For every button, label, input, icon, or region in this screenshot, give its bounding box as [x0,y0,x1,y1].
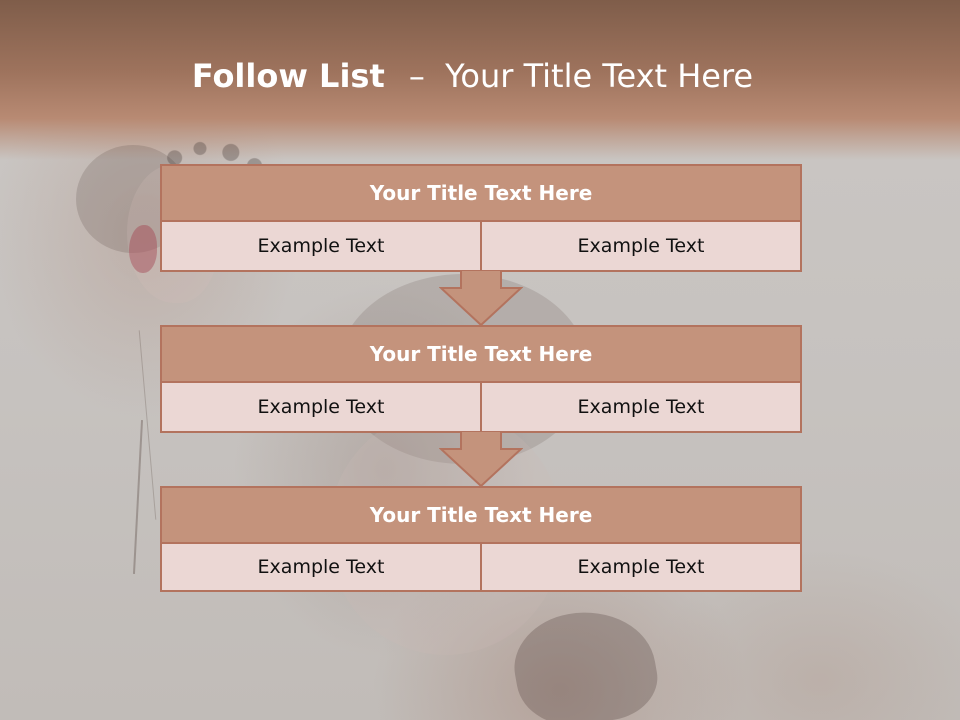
follow-list-block: Your Title Text Here Example Text Exampl… [160,325,802,433]
block-title: Your Title Text Here [162,327,800,383]
title-main: Follow List [191,57,385,95]
background-photo-strand [138,330,157,520]
follow-list-block: Your Title Text Here Example Text Exampl… [160,486,802,592]
follow-list-block: Your Title Text Here Example Text Exampl… [160,164,802,272]
background-photo-hair-right [506,600,664,720]
block-cell: Example Text [162,544,480,590]
block-cell: Example Text [480,222,800,270]
block-title: Your Title Text Here [162,488,800,544]
block-cell: Example Text [162,383,480,431]
block-cell: Example Text [480,383,800,431]
background-photo-strand [132,420,144,574]
title-separator: – [408,57,425,95]
background-photo-lips [129,225,157,273]
header-band [0,0,960,160]
slide-title: Follow List – Your Title Text Here [0,56,945,96]
block-title: Your Title Text Here [162,166,800,222]
arrow-down-icon [439,431,523,487]
arrow-down-icon [439,270,523,326]
title-text: Your Title Text Here [445,57,754,95]
block-cell: Example Text [162,222,480,270]
block-row: Example Text Example Text [162,544,800,590]
block-cell: Example Text [480,544,800,590]
block-row: Example Text Example Text [162,222,800,270]
block-row: Example Text Example Text [162,383,800,431]
